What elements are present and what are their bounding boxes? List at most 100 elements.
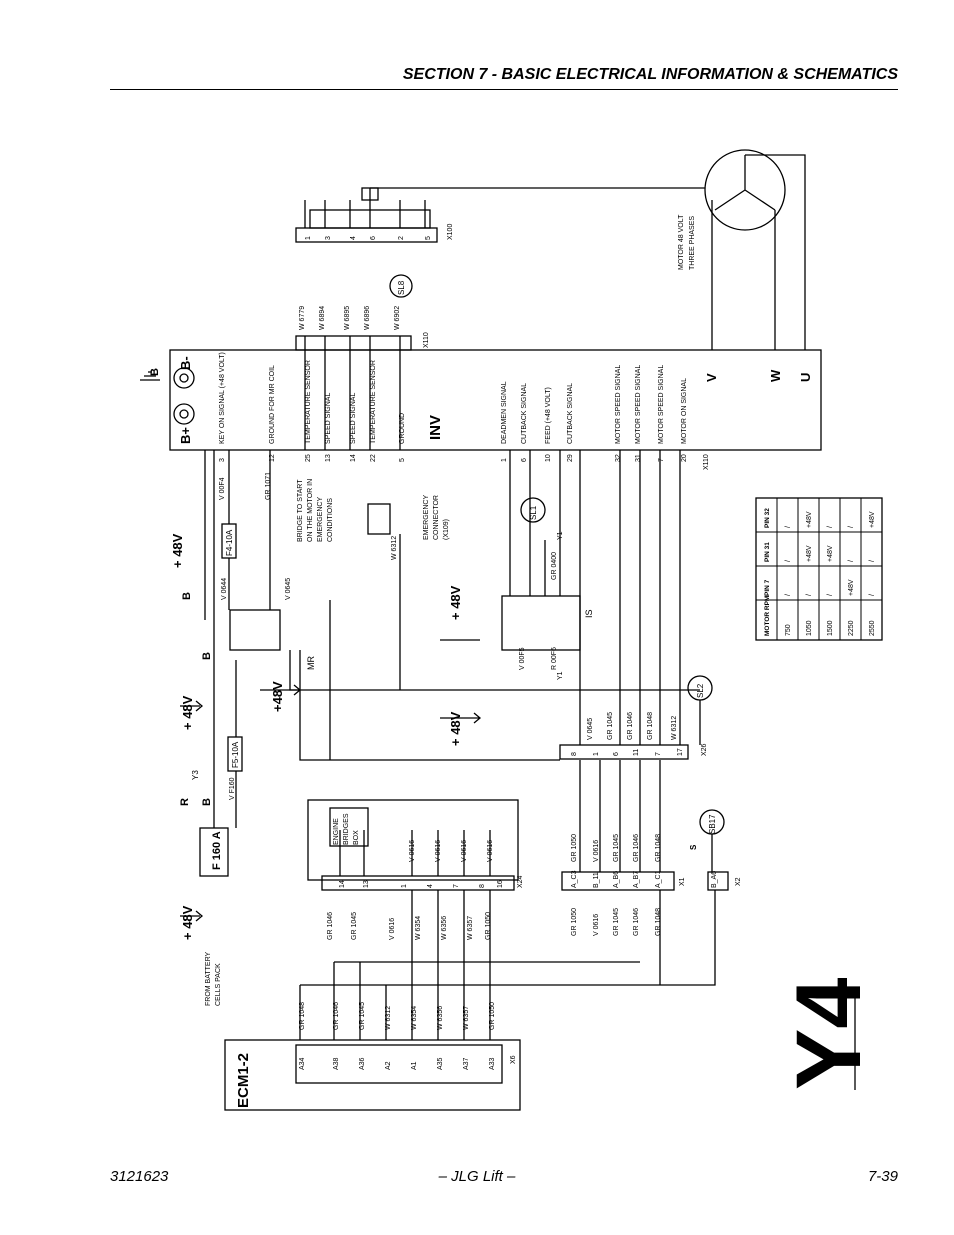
x6-wire-label: GR 1048 <box>299 1002 306 1030</box>
motor-phase-star <box>714 155 776 211</box>
wire-label: GR 1071 <box>265 472 272 500</box>
is-label: IS <box>584 609 594 618</box>
emergency-note-1: EMERGENCY <box>423 495 430 540</box>
battery-label-1: FROM BATTERY <box>205 951 212 1006</box>
wire-label: W 6312 <box>391 536 398 560</box>
header-rule <box>110 89 898 90</box>
rpm-table-cell: / <box>869 594 876 596</box>
x1-upper-wire-label: V 0616 <box>593 840 600 862</box>
engine-box-3: BOX <box>353 830 360 845</box>
x26-pin-number: 1 <box>593 752 600 756</box>
inv-pin-label: CUTBACK SIGNAL <box>567 383 574 444</box>
wire-label: V F160 <box>229 777 236 800</box>
inv-pin-label: SPEED SIGNAL <box>350 393 357 444</box>
rpm-table-cell: 1050 <box>806 620 813 636</box>
b-label-1: B <box>181 592 193 600</box>
x24-wire-label: W 6357 <box>467 916 474 940</box>
x6-pin-number: A35 <box>437 1057 444 1070</box>
rpm-table-header: PIN 31 <box>764 542 771 562</box>
sl1-connector <box>520 497 546 523</box>
mr-label: MR <box>306 656 316 670</box>
battery-label-2: CELLS PACK <box>215 963 222 1006</box>
rpm-table-cell: +48V <box>848 579 855 596</box>
x26-connector <box>559 744 689 760</box>
plus48-label-6: + 48V <box>448 585 463 620</box>
inv-pin-label: MOTOR SPEED SIGNAL <box>658 365 665 444</box>
rpm-table-cell: / <box>848 526 855 528</box>
rpm-table-cell: +48V <box>827 545 834 562</box>
rpm-table-header: PIN 32 <box>764 508 771 528</box>
x1-upper-wire-label: GR 1046 <box>633 834 640 862</box>
x1-upper-wire-label: GR 1045 <box>613 834 620 862</box>
x2-label: X2 <box>735 877 742 886</box>
x100-pin-number: 4 <box>350 236 357 240</box>
x6-pin-number: A37 <box>463 1057 470 1070</box>
motor-temp-wire <box>369 187 705 200</box>
ecm-box <box>224 1039 521 1111</box>
inv-pin-label: CUTBACK SIGNAL <box>521 383 528 444</box>
emergency-connector <box>367 503 391 535</box>
x24-connector <box>321 875 515 891</box>
inv-pin-number: 25 <box>305 454 312 462</box>
x24-pin-number: 8 <box>479 884 486 888</box>
x6-pin-number: A38 <box>333 1057 340 1070</box>
x24-pin-number: 7 <box>453 884 460 888</box>
x6-wire-label: W 6357 <box>463 1006 470 1030</box>
x110-wire-label: W 6895 <box>344 306 351 330</box>
inv-pin-label: MOTOR SPEED SIGNAL <box>635 365 642 444</box>
x1-wire-label: GR 1046 <box>633 908 640 936</box>
inv-pin-number: 7 <box>658 458 665 462</box>
inv-pin-number: 13 <box>325 454 332 462</box>
rpm-table-cell: / <box>827 526 834 528</box>
bridge-note-1: BRIDGE TO START <box>297 479 304 542</box>
engine-box-1: ENGINE <box>333 818 340 845</box>
motor-phase-wires <box>711 154 806 350</box>
x24-pin-number: 1 <box>401 884 408 888</box>
inv-pin-label: DEADMEN SIGNAL <box>501 381 508 444</box>
x2-pin-number: B_A6 <box>711 871 718 888</box>
x6-pin-number: A33 <box>489 1057 496 1070</box>
x110-wire-label: W 6896 <box>364 306 371 330</box>
rpm-table-cell: 1500 <box>827 620 834 636</box>
x24-wire-label: W 6356 <box>441 916 448 940</box>
x6-pin-number: A36 <box>359 1057 366 1070</box>
x1-wire-label: GR 1048 <box>655 908 662 936</box>
inv-pin-label: TEMPERATURE SENSOR <box>305 360 312 444</box>
rpm-table-cell: +48V <box>806 511 813 528</box>
motor-label-2: THREE PHASES <box>689 216 696 270</box>
x1-upper-wire-label: GR 1050 <box>571 834 578 862</box>
engine-bridges-box <box>329 807 369 847</box>
x6-wire-label: W 6312 <box>385 1006 392 1030</box>
bridge-note-3: EMERGENCY <box>317 497 324 542</box>
x26-wire-label: GR 1048 <box>647 712 654 740</box>
inv-pin-label: SPEED SIGNAL <box>325 393 332 444</box>
x1-connector <box>561 871 675 891</box>
x24-pin-number: 4 <box>427 884 434 888</box>
inv-pin-label: MOTOR SPEED SIGNAL <box>615 365 622 444</box>
rpm-table-cell: 750 <box>785 624 792 636</box>
rpm-table-cell: / <box>869 560 876 562</box>
x24-wire-label: W 6354 <box>415 916 422 940</box>
x26-wire-label: GR 1046 <box>627 712 634 740</box>
inv-pin-number: 6 <box>521 458 528 462</box>
fuse-f5-label: F5-10A <box>231 741 240 768</box>
bminus-label: B- <box>178 356 193 370</box>
inv-pin-number: 3 <box>219 458 226 462</box>
b-label-3: B <box>201 798 213 806</box>
x24-wire-label: GR 1050 <box>485 912 492 940</box>
plus48-label-1: + 48V <box>180 905 195 940</box>
x6-pin-number: A34 <box>299 1057 306 1070</box>
x110-wire-label: W 6902 <box>394 306 401 330</box>
emergency-note-2: CONNECTOR <box>433 495 440 540</box>
rpm-table-cell: / <box>806 594 813 596</box>
inv-pin-number: 12 <box>269 454 276 462</box>
x100-pin-number: 5 <box>425 236 432 240</box>
footer-page: 7-39 <box>867 1168 898 1185</box>
footer-doc-number: 3121623 <box>110 1168 169 1185</box>
x6-pin-number: A1 <box>411 1061 418 1070</box>
rpm-table-cell: / <box>848 560 855 562</box>
r-label: R <box>179 798 191 806</box>
y3-label: Y3 <box>191 770 200 780</box>
inv-pin-label: TEMPERATURE SENSOR <box>370 360 377 444</box>
